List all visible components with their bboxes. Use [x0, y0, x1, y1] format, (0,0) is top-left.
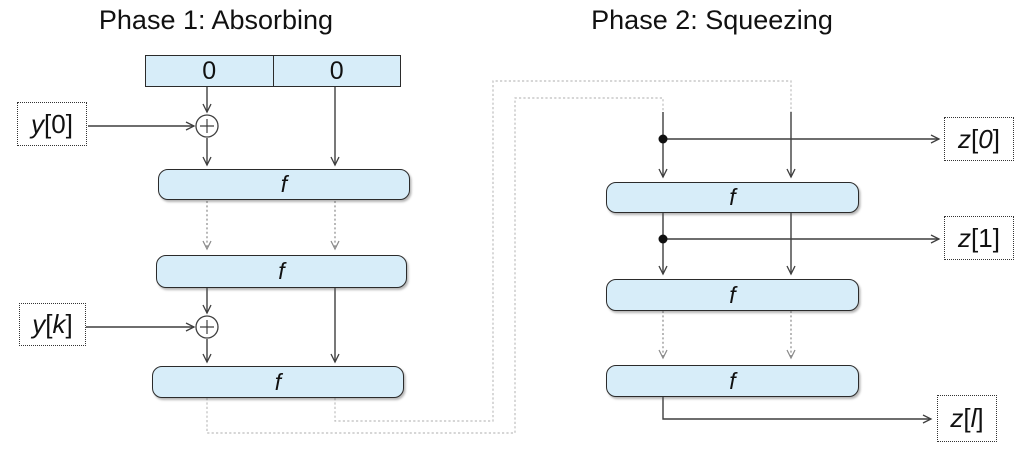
state-register: 0 0 — [145, 55, 401, 87]
junction-dot-z0 — [658, 134, 668, 144]
output-label-zl: z[l] — [937, 395, 997, 442]
arrow-sf3-to-zl — [662, 397, 931, 419]
xor2-icon — [195, 315, 219, 339]
junction-dot-z1 — [658, 234, 668, 244]
phase1-title: Phase 1: Absorbing — [98, 5, 334, 35]
input-label-y0: y[0] — [17, 102, 87, 146]
state-cell-capacity: 0 — [272, 56, 401, 86]
squeeze-f-box-1: f — [606, 182, 859, 213]
phase2-title: Phase 2: Squeezing — [591, 5, 833, 35]
state-cell-rate: 0 — [202, 56, 217, 85]
xor1-icon — [195, 114, 219, 138]
absorb-f-box-1: f — [158, 169, 410, 200]
absorb-f-box-2: f — [156, 255, 407, 288]
squeeze-f-box-3: f — [606, 365, 859, 397]
input-label-yk: y[k] — [19, 303, 86, 346]
squeeze-f-box-2: f — [606, 279, 859, 311]
output-label-z1: z[1] — [944, 216, 1014, 260]
output-label-z0: z[0] — [944, 117, 1014, 161]
absorb-f-box-3: f — [152, 366, 404, 398]
